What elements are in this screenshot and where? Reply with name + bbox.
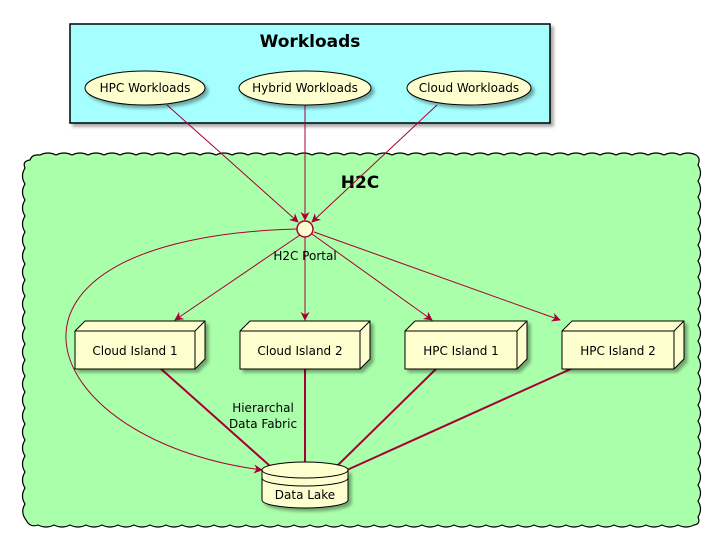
island-label: HPC Island 2: [580, 344, 656, 358]
island-node-hpc-2: [561, 320, 685, 370]
data-lake-label: Data Lake: [275, 488, 335, 502]
fabric-label-line2: Data Fabric: [229, 417, 297, 431]
edge-hpc-island-1-data-lake: [336, 367, 438, 467]
edge-cloud-workloads-portal: [311, 104, 438, 223]
island-node-hpc-1: [404, 320, 528, 370]
edge-hpc-workloads-portal: [166, 104, 299, 223]
workload-node-cloud: Cloud Workloads: [406, 70, 532, 106]
workload-node-hpc: HPC Workloads: [84, 70, 206, 106]
island-node-cloud-2: [239, 320, 371, 370]
edge-portal-data-lake: [65, 228, 298, 474]
workload-node-hybrid: Hybrid Workloads: [238, 70, 372, 106]
island-label: Cloud Island 1: [92, 344, 177, 358]
island-label: HPC Island 1: [423, 344, 499, 358]
edge-cloud-island-1-data-lake: [159, 367, 271, 467]
workload-label: Cloud Workloads: [419, 81, 519, 95]
portal-label: H2C Portal: [273, 249, 336, 263]
workloads-title: Workloads: [260, 32, 361, 52]
portal-edges: [65, 228, 561, 474]
edge-hpc-island-2-data-lake: [346, 367, 574, 471]
edge-portal-hpc-island-2: [313, 231, 561, 322]
island-label: Cloud Island 2: [257, 344, 342, 358]
workload-edges: [166, 104, 438, 223]
fabric-label-line1: Hierarchal: [232, 401, 294, 415]
h2c-title: H2C: [341, 173, 380, 193]
workload-label: Hybrid Workloads: [252, 81, 358, 95]
edge-portal-hpc-island-1: [311, 233, 433, 321]
island-node-cloud-1: [74, 320, 206, 370]
data-lake: Data Lake: [261, 461, 349, 509]
edge-portal-cloud-island-1: [174, 234, 301, 321]
fabric-edges: [159, 367, 574, 471]
h2c-portal: H2C Portal: [273, 220, 337, 263]
workload-label: HPC Workloads: [100, 81, 191, 95]
